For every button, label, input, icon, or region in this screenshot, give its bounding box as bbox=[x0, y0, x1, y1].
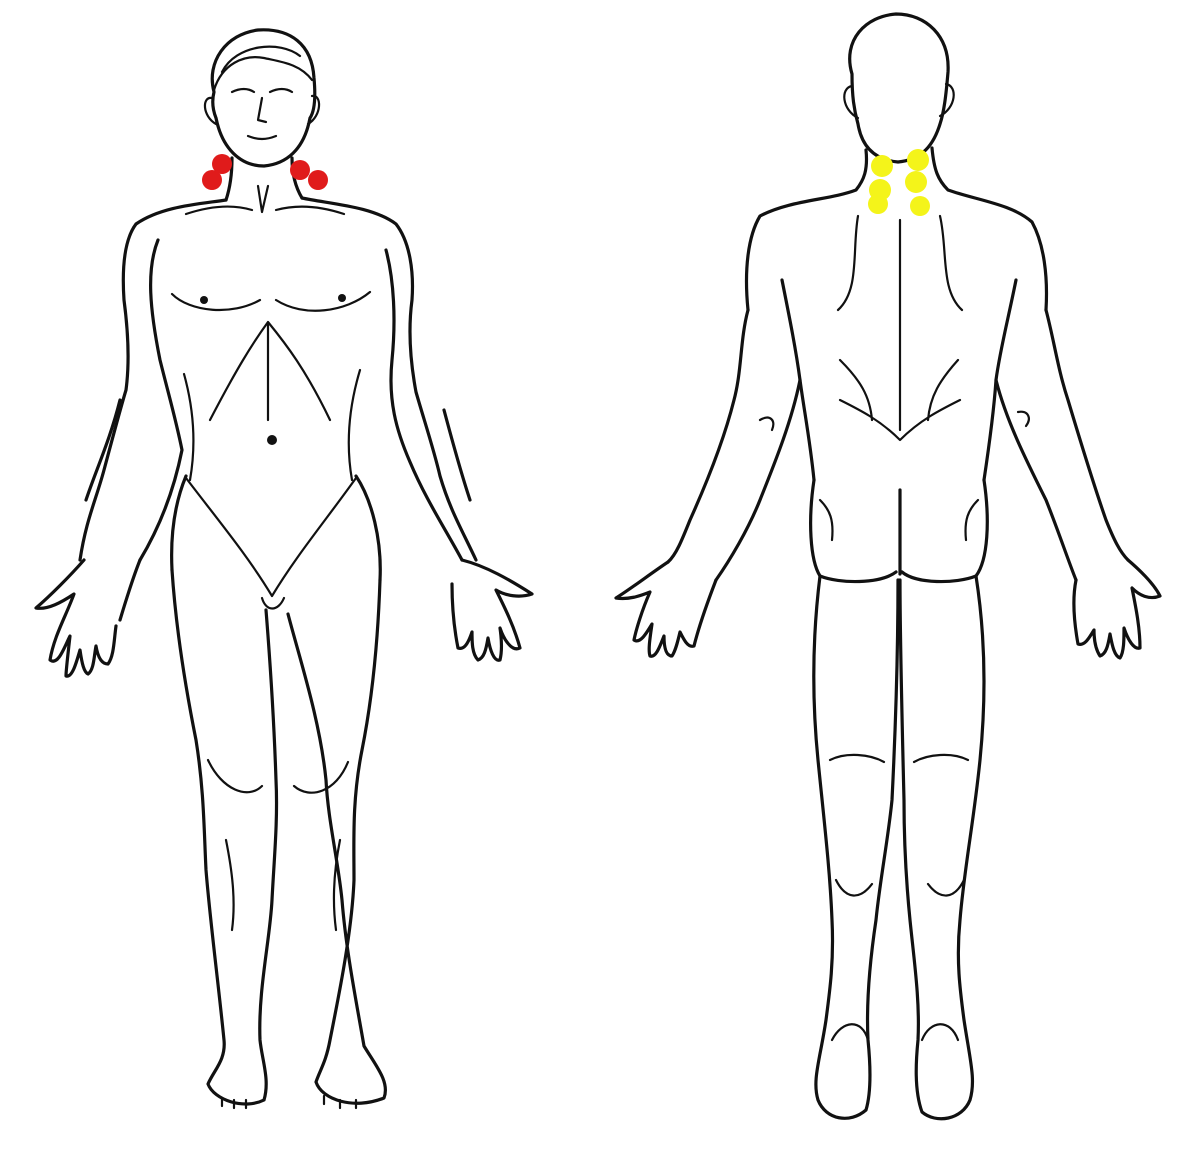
back-right-leg bbox=[898, 574, 986, 1121]
front-nipple-left bbox=[200, 296, 208, 304]
back-left-leg bbox=[812, 574, 900, 1120]
front-right-hand bbox=[450, 558, 534, 662]
front-nose bbox=[256, 96, 268, 124]
front-head-outline bbox=[210, 28, 317, 168]
front-knees bbox=[206, 758, 350, 932]
front-right-leg bbox=[286, 578, 387, 1105]
front-abdomen bbox=[182, 320, 362, 482]
front-left-arm bbox=[84, 238, 184, 562]
front-neck bbox=[224, 156, 304, 202]
back-knee-creases bbox=[828, 753, 970, 897]
front-toes bbox=[220, 1094, 358, 1110]
front-hips bbox=[170, 474, 382, 582]
back-scapulae bbox=[836, 214, 964, 442]
front-torso-outline bbox=[78, 196, 478, 562]
back-left-arm bbox=[666, 308, 802, 582]
back-heels bbox=[830, 1023, 960, 1042]
front-right-arm bbox=[384, 248, 472, 562]
back-buttocks bbox=[809, 478, 989, 584]
back-left-elbow bbox=[758, 416, 775, 432]
front-left-ear bbox=[203, 96, 218, 126]
back-yellow-markers bbox=[868, 149, 930, 216]
front-left-leg bbox=[170, 568, 279, 1106]
back-left-hand bbox=[614, 560, 718, 658]
front-eyes bbox=[230, 87, 294, 94]
front-pectorals bbox=[170, 290, 372, 312]
front-nipple-right bbox=[338, 294, 346, 302]
back-right-hand bbox=[1072, 558, 1162, 660]
anterior-marker-dot bbox=[290, 160, 310, 180]
front-navel bbox=[267, 435, 277, 445]
back-hip-dimples bbox=[818, 498, 980, 542]
front-mouth bbox=[246, 134, 278, 141]
back-right-ear bbox=[938, 82, 955, 118]
back-neck-shoulders bbox=[744, 146, 1049, 312]
posterior-marker-dot bbox=[871, 155, 893, 177]
back-body-figure bbox=[614, 12, 1162, 1121]
back-right-elbow bbox=[1016, 410, 1030, 428]
front-groin bbox=[184, 476, 358, 610]
front-red-markers bbox=[202, 154, 328, 190]
posterior-marker-dot bbox=[868, 194, 888, 214]
back-head-outline bbox=[848, 12, 950, 164]
anterior-marker-dot bbox=[202, 170, 222, 190]
back-left-ear bbox=[843, 84, 860, 120]
anterior-marker-dot bbox=[308, 170, 328, 190]
anterior-marker-dot bbox=[212, 154, 232, 174]
posterior-marker-dot bbox=[907, 149, 929, 171]
front-left-hand bbox=[34, 558, 142, 678]
front-collarbones bbox=[184, 184, 346, 216]
front-hair bbox=[212, 45, 314, 92]
posterior-marker-dot bbox=[910, 196, 930, 216]
front-body-figure bbox=[34, 28, 534, 1110]
posterior-marker-dot bbox=[905, 171, 927, 193]
front-right-ear bbox=[306, 94, 321, 126]
back-right-arm bbox=[994, 308, 1130, 582]
